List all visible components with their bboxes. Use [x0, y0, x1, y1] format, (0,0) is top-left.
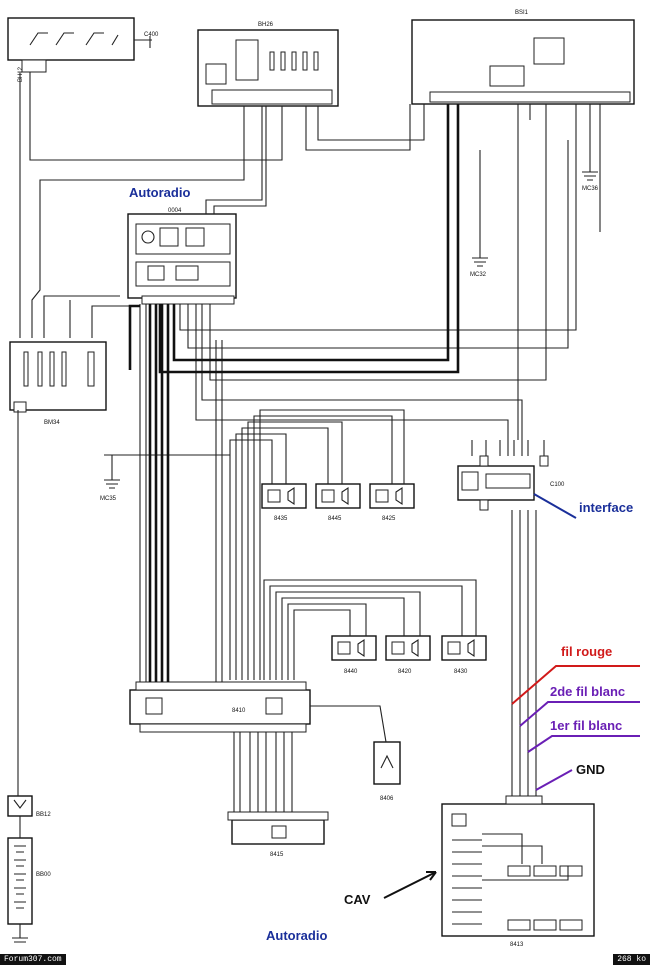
autoradio-label-top: Autoradio	[129, 185, 190, 200]
bh26-component: BH26	[197, 22, 339, 107]
footer-right: 268 ko	[613, 954, 650, 965]
svg-text:8435: 8435	[274, 516, 288, 522]
svg-text:BB00: BB00	[36, 872, 51, 878]
changer-8410: 8410	[129, 681, 311, 733]
speakers-mid: 8440 8420 8430	[331, 635, 487, 675]
remote-8413: 8413	[441, 795, 595, 948]
svg-text:8410: 8410	[232, 708, 246, 714]
svg-text:8425: 8425	[382, 516, 396, 522]
autoradio-unit: Autoradio 0004	[127, 185, 237, 305]
svg-text:MC35: MC35	[100, 496, 117, 502]
lower-8415: 8415	[227, 811, 329, 858]
antenna-8406: 8406	[373, 741, 401, 802]
ground-mc32: MC32	[470, 150, 488, 278]
svg-text:BH26: BH26	[258, 22, 274, 28]
svg-text:BB12: BB12	[36, 812, 51, 818]
svg-text:8420: 8420	[398, 669, 412, 675]
svg-text:MC32: MC32	[470, 272, 487, 278]
svg-text:0004: 0004	[168, 208, 182, 214]
c400-component: C400 BH12	[7, 17, 159, 82]
svg-text:MC36: MC36	[582, 186, 599, 192]
svg-text:8430: 8430	[454, 669, 468, 675]
annotations: interface fil rouge 2de fil blanc 1er fi…	[266, 493, 640, 943]
footer-left: Forum307.com	[0, 954, 66, 965]
interface-c100: C100	[457, 455, 565, 511]
fil-blanc-2-label: 2de fil blanc	[550, 684, 625, 699]
fil-rouge-label: fil rouge	[561, 644, 612, 659]
gnd-label: GND	[576, 762, 605, 777]
interface-label: interface	[579, 500, 633, 515]
fil-blanc-1-label: 1er fil blanc	[550, 718, 622, 733]
ground-mc35: MC35	[100, 455, 120, 502]
svg-text:C100: C100	[550, 482, 565, 488]
wiring-thick	[128, 104, 460, 682]
svg-text:8440: 8440	[344, 669, 358, 675]
svg-text:8415: 8415	[270, 852, 284, 858]
svg-text:8445: 8445	[328, 516, 342, 522]
svg-text:BSI1: BSI1	[515, 10, 529, 16]
speakers-top: 8435 8445 8425	[261, 483, 415, 522]
ground-mc36: MC36	[582, 104, 599, 192]
bm34-component: BM34	[9, 341, 107, 426]
bb12-battery: BB12 BB00	[7, 795, 51, 943]
svg-text:8406: 8406	[380, 796, 394, 802]
svg-text:BH12: BH12	[18, 66, 24, 82]
cav-label: CAV	[344, 892, 371, 907]
svg-text:8413: 8413	[510, 942, 524, 948]
wiring-thin	[17, 72, 601, 838]
bsi1-component: BSI1	[411, 10, 635, 105]
autoradio-label-bottom: Autoradio	[266, 928, 327, 943]
svg-text:C400: C400	[144, 32, 159, 38]
svg-text:BM34: BM34	[44, 420, 60, 426]
